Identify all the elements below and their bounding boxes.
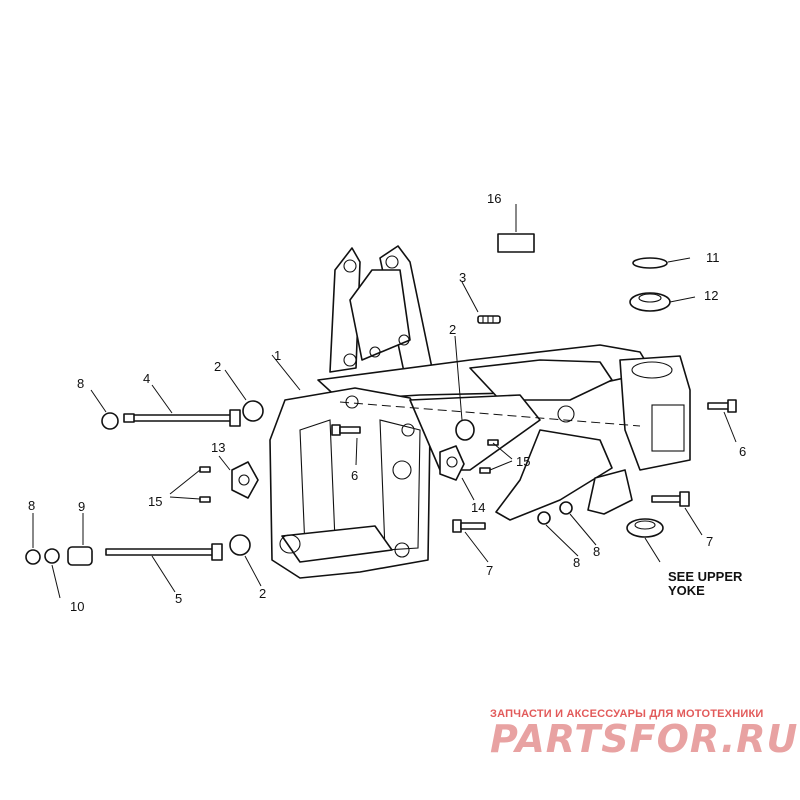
callout-8-center: 8 [573, 555, 580, 570]
callout-10: 10 [70, 599, 84, 614]
callout-8-upper-left: 8 [77, 376, 84, 391]
callout-14: 14 [471, 500, 485, 515]
nut-right [559, 501, 573, 515]
callout-11: 11 [706, 250, 720, 265]
watermark-tagline: ЗАПЧАСТИ И АКСЕССУАРЫ ДЛЯ МОТОТЕХНИКИ [490, 708, 763, 720]
callout-7-right: 7 [706, 534, 713, 549]
washer-left [44, 548, 60, 564]
callout-4: 4 [143, 371, 150, 386]
callout-15-right: 15 [516, 454, 530, 469]
mount-plate-center [439, 445, 465, 481]
callout-6-left: 6 [351, 468, 358, 483]
pin [477, 315, 501, 324]
bolt-6-left [331, 424, 361, 436]
spacer-upper [242, 400, 264, 422]
washer-top [632, 257, 668, 269]
nut-lower-left [25, 549, 41, 565]
callout-labels: 1 2 2 2 3 4 5 6 6 7 7 8 8 8 8 9 10 11 12… [28, 191, 746, 614]
callout-5: 5 [175, 591, 182, 606]
callout-9: 9 [78, 499, 85, 514]
note-line-2: YOKE [668, 583, 705, 598]
callout-2-upper: 2 [214, 359, 221, 374]
callout-2-lower: 2 [259, 586, 266, 601]
watermark: ЗАПЧАСТИ И АКСЕССУАРЫ ДЛЯ МОТОТЕХНИКИ PA… [490, 708, 798, 761]
bolt-7-right [651, 491, 690, 507]
callout-12: 12 [704, 288, 718, 303]
long-bolt-upper [123, 409, 241, 427]
callout-3: 3 [459, 270, 466, 285]
callout-15-left: 15 [148, 494, 162, 509]
note-line-1: SEE UPPER [668, 569, 743, 584]
long-bolt-lower [105, 543, 223, 561]
watermark-logo: PARTSFOR.RU [490, 717, 798, 761]
callout-13: 13 [211, 440, 225, 455]
sleeve [67, 546, 93, 566]
callout-1: 1 [274, 348, 281, 363]
callout-2-center: 2 [449, 322, 456, 337]
callout-8-right: 8 [593, 544, 600, 559]
bolt-6-right [707, 399, 737, 413]
callout-7-center: 7 [486, 563, 493, 578]
bolt-7-center [452, 519, 486, 533]
spacer-center [455, 419, 475, 441]
screws-15 [199, 439, 499, 503]
callout-6-right: 6 [739, 444, 746, 459]
see-upper-yoke-note: SEE UPPER YOKE [668, 569, 743, 598]
label-plate [497, 233, 535, 253]
bearing-bottom [626, 518, 664, 538]
spacer-lower [229, 534, 251, 556]
bearing-top [629, 292, 671, 312]
nut-upper-left [101, 412, 119, 430]
callout-8-lower-left: 8 [28, 498, 35, 513]
nut-center [537, 511, 551, 525]
main-frame [269, 245, 691, 579]
mount-plate-left [231, 461, 259, 499]
leader-lines [32, 204, 737, 599]
callout-16: 16 [487, 191, 501, 206]
